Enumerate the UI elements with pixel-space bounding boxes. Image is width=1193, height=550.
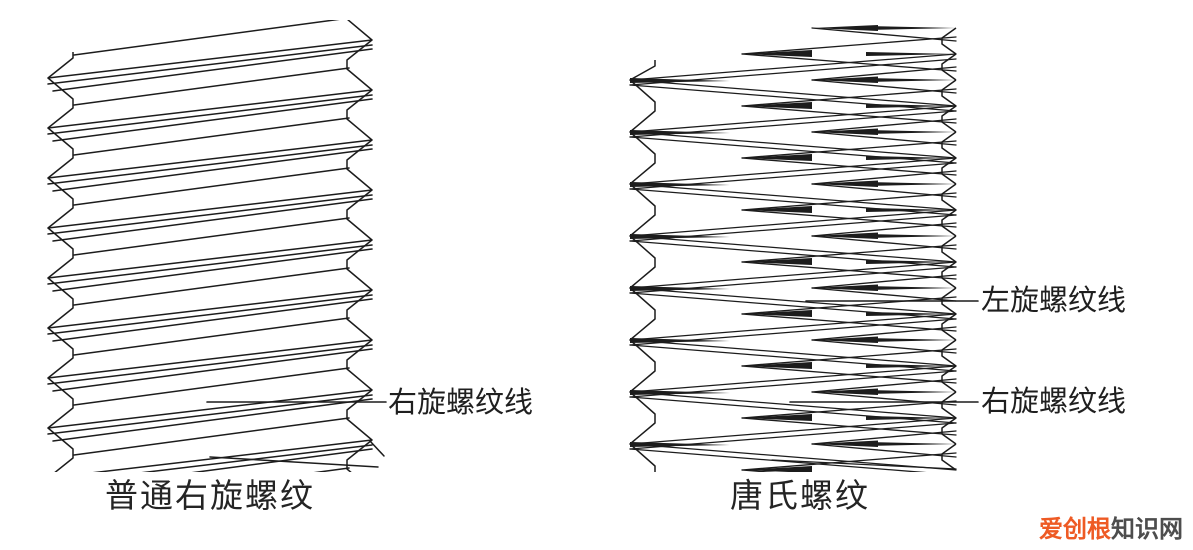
- callout-label-right-hand-thread-line-tang: 右旋螺纹线: [981, 386, 1127, 418]
- tang-thread-drawing: [629, 25, 957, 472]
- ordinary-right-hand-thread-drawing: [47, 20, 385, 472]
- watermark-brand: 爱创根: [1039, 516, 1111, 543]
- watermark-suffix: 知识网: [1111, 516, 1183, 543]
- callout-label-right-hand-thread-line: 右旋螺纹线: [388, 387, 534, 419]
- caption-ordinary-right-hand-thread: 普通右旋螺纹: [105, 479, 315, 515]
- caption-tang-thread: 唐氏螺纹: [730, 479, 870, 515]
- watermark: 爱创根知识网: [1039, 516, 1183, 543]
- callout-label-left-hand-thread-line: 左旋螺纹线: [981, 285, 1127, 317]
